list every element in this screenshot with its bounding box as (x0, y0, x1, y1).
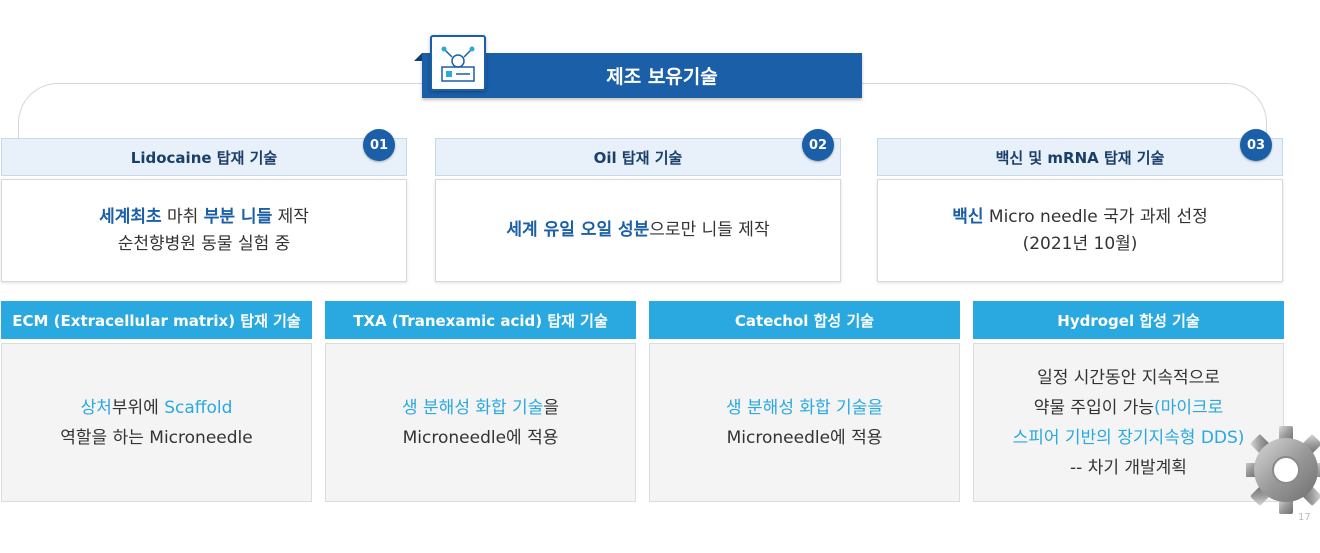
card-3-highlight: 백신 (952, 206, 984, 227)
card-3-number-badge: 03 (1240, 129, 1272, 161)
card-2-line-1: 세계 유일 오일 성분으로만 니들 제작 (506, 217, 769, 244)
card-3-header: 백신 및 mRNA 탑재 기술 (877, 138, 1283, 176)
tech-3-body: 생 분해성 화합 기술을 Microneedle에 적용 (649, 343, 960, 502)
tech-1-header: ECM (Extracellular matrix) 탑재 기술 (1, 301, 312, 339)
tech-1-body: 상처부위에 Scaffold 역할을 하는 Microneedle (1, 343, 312, 502)
tech-4-header-label: Hydrogel 합성 기술 (1057, 311, 1200, 330)
card-1-line-2: 순천향병원 동물 실험 중 (117, 233, 291, 254)
card-3-number: 03 (1246, 137, 1266, 153)
card-2-highlight: 세계 유일 오일 성분 (506, 220, 650, 240)
tech-1-header-label: ECM (Extracellular matrix) 탑재 기술 (12, 311, 301, 330)
tech-2-line-2: Microneedle에 적용 (402, 427, 559, 448)
card-2-header: Oil 탑재 기술 (435, 138, 841, 176)
tech-3-line-1: 생 분해성 화합 기술을 (726, 393, 883, 423)
card-1-body: 세계최초 마취 부분 니들 제작 순천향병원 동물 실험 중 (1, 179, 407, 282)
card-2-text: 으로만 니들 제작 (649, 220, 770, 240)
card-2-number-badge: 02 (802, 129, 834, 161)
card-2-body: 세계 유일 오일 성분으로만 니들 제작 (435, 179, 841, 282)
card-1-number: 01 (369, 137, 389, 153)
tech-4-line-4: -- 차기 개발계획 (1070, 457, 1187, 478)
tech-1-text: 부위에 (111, 397, 165, 418)
gear-icon (1242, 420, 1320, 520)
card-1-highlight-2: 부분 니들 (203, 206, 273, 227)
card-3-header-label: 백신 및 mRNA 탑재 기술 (995, 148, 1165, 167)
card-2-header-label: Oil 탑재 기술 (593, 148, 683, 167)
tech-1-line-1: 상처부위에 Scaffold (81, 393, 233, 423)
tech-4-text: 약물 주입이 가능 (1033, 397, 1155, 418)
tech-2-body: 생 분해성 화합 기술을 Microneedle에 적용 (325, 343, 636, 502)
tech-3-highlight: 생 분해성 화합 기술을 (726, 397, 883, 418)
card-3-body: 백신 Micro needle 국가 과제 선정 (2021년 10월) (877, 179, 1283, 282)
tech-3-header-label: Catechol 합성 기술 (734, 311, 875, 330)
card-3-text: Micro needle 국가 과제 선정 (983, 206, 1208, 227)
tech-4-line-2: 약물 주입이 가능(마이크로 (1034, 393, 1224, 423)
card-1-number-badge: 01 (363, 129, 395, 161)
tech-4-header: Hydrogel 합성 기술 (973, 301, 1284, 339)
card-1-text-b: 제작 (272, 206, 309, 227)
card-2-number: 02 (808, 137, 828, 153)
tech-2-header: TXA (Tranexamic acid) 탑재 기술 (325, 301, 636, 339)
card-3-line-2: (2021년 10월) (1022, 233, 1138, 254)
card-1-header: Lidocaine 탑재 기술 (1, 138, 407, 176)
tech-2-line-1: 생 분해성 화합 기술을 (402, 393, 559, 423)
tech-2-header-label: TXA (Tranexamic acid) 탑재 기술 (353, 311, 608, 330)
tech-2-highlight: 생 분해성 화합 기술 (402, 397, 544, 418)
tech-4-highlight-1: (마이크로 (1154, 397, 1224, 418)
tech-3-header: Catechol 합성 기술 (649, 301, 960, 339)
card-1-text-a: 마취 (161, 206, 204, 227)
card-3-line-1: 백신 Micro needle 국가 과제 선정 (952, 204, 1208, 231)
tech-2-text: 을 (543, 397, 559, 418)
tech-1-highlight-2: Scaffold (164, 397, 233, 418)
page-number: 17 (1298, 512, 1311, 523)
lab-equipment-icon (430, 35, 486, 91)
tech-4-line-1: 일정 시간동안 지속적으로 (1037, 367, 1220, 388)
section-title-text: 제조 보유기술 (606, 66, 718, 88)
card-1-line-1: 세계최초 마취 부분 니들 제작 (99, 204, 309, 231)
card-1-header-label: Lidocaine 탑재 기술 (130, 148, 278, 167)
tech-4-line-3: 스피어 기반의 장기지속형 DDS) (1012, 427, 1245, 448)
tech-4-body: 일정 시간동안 지속적으로 약물 주입이 가능(마이크로 스피어 기반의 장기지… (973, 343, 1284, 502)
tech-1-line-2: 역할을 하는 Microneedle (60, 427, 253, 448)
tech-3-line-2: Microneedle에 적용 (726, 427, 883, 448)
card-1-highlight-1: 세계최초 (99, 206, 162, 227)
section-title: 제조 보유기술 (414, 53, 862, 98)
tech-1-highlight-1: 상처 (80, 397, 112, 418)
